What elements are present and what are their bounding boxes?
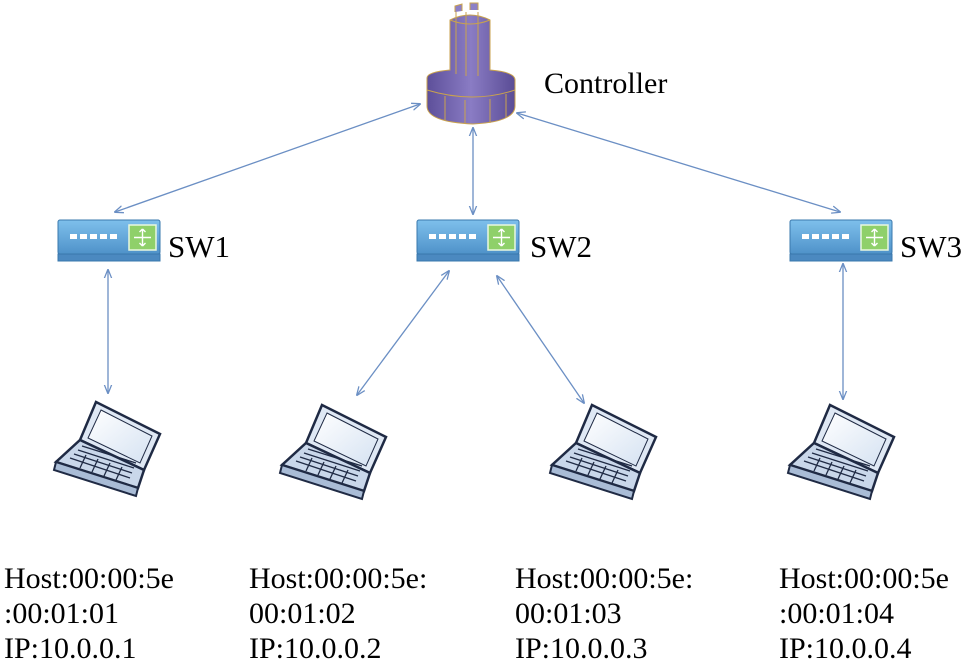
- host4-mac-line2: :00:01:04: [779, 597, 895, 630]
- host2-mac-line1: Host:00:00:5e:: [249, 562, 428, 595]
- host1-label: Host:00:00:5e :00:01:01 IP:10.0.0.1: [4, 561, 174, 666]
- host4-label: Host:00:00:5e :00:01:04 IP:10.0.0.4: [779, 561, 949, 666]
- host3-laptop-icon: [548, 403, 658, 501]
- host2-laptop-icon: [278, 403, 388, 501]
- link-sw2-host2: [357, 271, 449, 395]
- host1-ip: IP:10.0.0.1: [4, 632, 137, 665]
- link-controller-sw1: [115, 104, 420, 212]
- host1-laptop-icon: [52, 400, 162, 498]
- network-switch-icon: [57, 219, 161, 262]
- sw3-label: SW3: [900, 229, 962, 264]
- host3-mac-line2: 00:01:03: [515, 597, 622, 630]
- host2-label: Host:00:00:5e: 00:01:02 IP:10.0.0.2: [249, 561, 427, 666]
- host2-ip: IP:10.0.0.2: [249, 632, 382, 665]
- switch-sw3: [789, 219, 893, 262]
- controller-label: Controller: [544, 67, 667, 100]
- host3-ip: IP:10.0.0.3: [515, 632, 648, 665]
- host1-mac-line2: :00:01:01: [4, 597, 120, 630]
- host4-mac-line1: Host:00:00:5e: [779, 562, 949, 595]
- network-switch-icon: [789, 219, 893, 262]
- host2-mac-line2: 00:01:02: [249, 597, 356, 630]
- link-sw2-host3: [497, 276, 584, 403]
- sw1-label: SW1: [168, 229, 230, 264]
- links: [108, 104, 843, 403]
- switch-sw1: [57, 219, 161, 262]
- host4-laptop-icon: [786, 403, 896, 501]
- host1-mac-line1: Host:00:00:5e: [4, 562, 174, 595]
- sw2-label: SW2: [530, 229, 592, 264]
- host3-mac-line1: Host:00:00:5e:: [515, 562, 694, 595]
- switch-sw2: [416, 219, 520, 262]
- link-controller-sw3: [517, 113, 840, 212]
- host4-ip: IP:10.0.0.4: [779, 632, 912, 665]
- host3-label: Host:00:00:5e: 00:01:03 IP:10.0.0.3: [515, 561, 693, 666]
- network-switch-icon: [416, 219, 520, 262]
- controller-tower-icon: [426, 2, 516, 125]
